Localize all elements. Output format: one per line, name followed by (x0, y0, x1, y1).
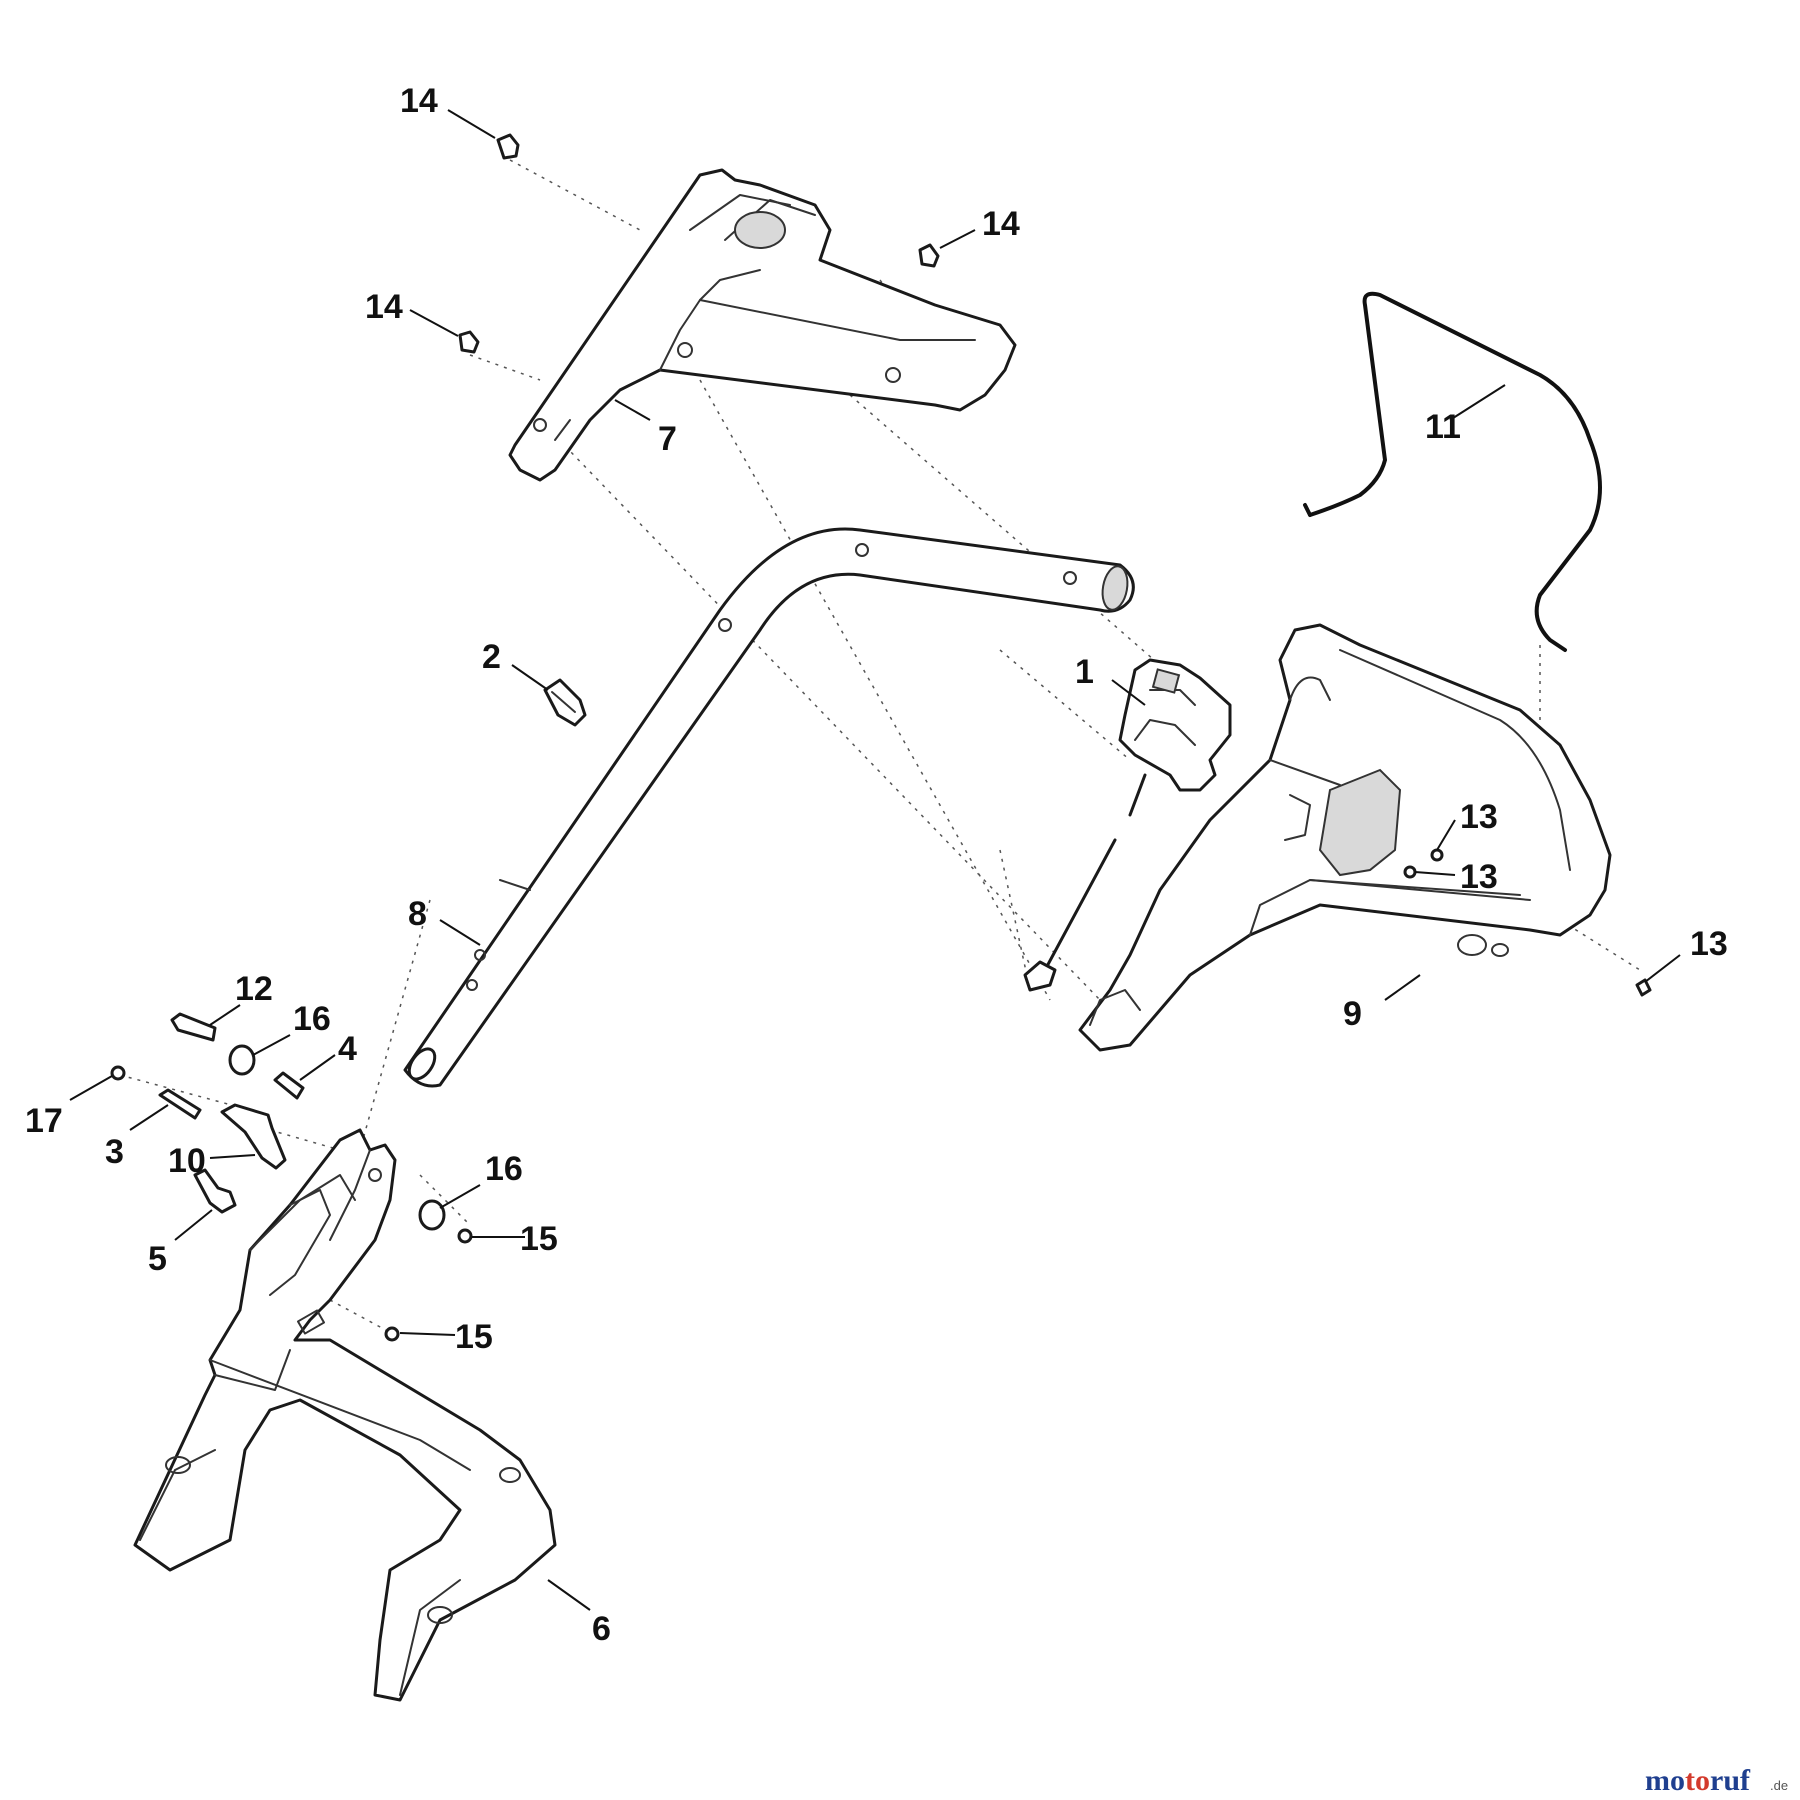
motoruf-watermark: motoruf .de (1645, 1764, 1788, 1797)
part-4-spacer (273, 1071, 305, 1100)
label-6: 6 (592, 1610, 611, 1648)
part-labels: 14 14 14 7 11 2 1 13 13 13 8 9 12 16 4 1… (25, 82, 1728, 1648)
part-6-lower-frame (133, 1128, 557, 1702)
part-3-pin (158, 1088, 202, 1120)
watermark-mo: mo (1645, 1764, 1685, 1797)
watermark-tld: .de (1770, 1778, 1788, 1793)
label-12: 12 (235, 970, 273, 1008)
watermark-ruf: ruf (1710, 1764, 1751, 1797)
label-14-left: 14 (365, 288, 403, 326)
part-14-screw-a (496, 133, 520, 160)
label-10: 10 (168, 1142, 206, 1180)
label-16-top: 16 (293, 1000, 331, 1038)
label-1: 1 (1075, 653, 1094, 691)
part-16-washer-b (418, 1199, 446, 1231)
label-9: 9 (1343, 995, 1362, 1033)
leader-lines (69, 109, 1681, 1611)
part-17-nut (110, 1065, 126, 1081)
label-14-top: 14 (400, 82, 438, 120)
label-14-right: 14 (982, 205, 1020, 243)
assembly-lines (119, 159, 1641, 1336)
part-1-switch-box (1023, 658, 1232, 992)
label-3: 3 (105, 1133, 124, 1171)
part-13-screw-c (1635, 978, 1652, 997)
label-17: 17 (25, 1102, 63, 1140)
label-13-b: 13 (1460, 858, 1498, 896)
label-16-bottom: 16 (485, 1150, 523, 1188)
label-5: 5 (148, 1240, 167, 1278)
part-16-washer-a (228, 1044, 256, 1076)
label-15-bottom: 15 (455, 1318, 493, 1356)
label-11: 11 (1425, 408, 1461, 446)
part-12-bolt (170, 1012, 217, 1042)
label-8: 8 (408, 895, 427, 933)
part-15-nut-a (457, 1228, 473, 1244)
part-5-spring (193, 1168, 237, 1214)
part-10-lever (220, 1103, 287, 1170)
part-13-screw-b (1403, 865, 1417, 879)
part-7-upper-cover (508, 168, 1017, 482)
part-8-main-tube (403, 527, 1135, 1088)
label-15-top: 15 (520, 1220, 558, 1258)
part-13-screw-a (1430, 848, 1444, 862)
label-13-c: 13 (1690, 925, 1728, 963)
part-11-bail-wire (1303, 291, 1602, 652)
label-4: 4 (338, 1030, 357, 1068)
label-13-a: 13 (1460, 798, 1498, 836)
part-9-upper-handle (1078, 623, 1612, 1052)
hardware-parts (110, 133, 1652, 1342)
label-7: 7 (658, 420, 677, 458)
part-2-clip (543, 678, 587, 727)
label-2: 2 (482, 638, 501, 676)
watermark-to: to (1685, 1764, 1710, 1797)
part-15-nut-b (384, 1326, 400, 1342)
part-14-screw-b (918, 243, 940, 268)
svg-text:motoruf: motoruf (1645, 1764, 1751, 1797)
part-14-screw-c (458, 330, 480, 354)
